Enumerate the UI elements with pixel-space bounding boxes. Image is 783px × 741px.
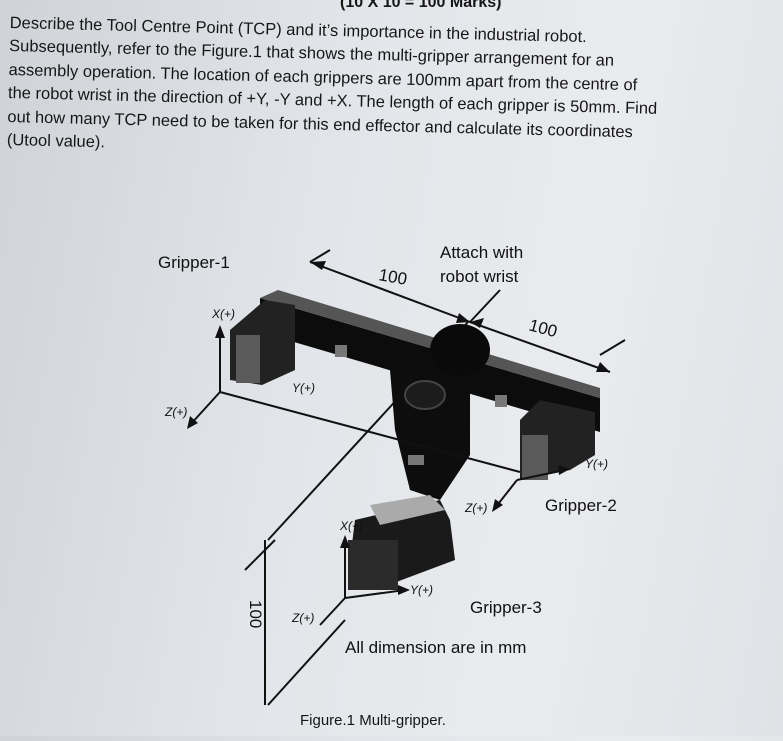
axis-label: X(+)	[211, 307, 235, 321]
figure-caption: Figure.1 Multi-gripper.	[300, 712, 446, 729]
gripper-2-label: Gripper-2	[545, 496, 617, 515]
marks-label: (10 X 10 = 100 Marks)	[340, 0, 502, 11]
dimension-label: 100	[246, 600, 265, 628]
axis-label: Y(+)	[410, 583, 433, 597]
dimension-arrows	[310, 261, 610, 372]
dimension-label: 100	[527, 316, 559, 342]
axis-label: Z(+)	[464, 501, 487, 515]
axis-label: Z(+)	[164, 405, 187, 419]
units-note: All dimension are in mm	[345, 638, 526, 657]
dimension-label: 100	[377, 265, 408, 289]
gripper-1-label: Gripper-1	[158, 253, 230, 272]
attach-label-line1: Attach with	[440, 243, 523, 262]
axis-label: Y(+)	[292, 381, 315, 395]
axis-label: Y(+)	[585, 457, 608, 471]
attach-label-line2: robot wrist	[440, 267, 519, 286]
axis-label: X(+)	[339, 519, 363, 533]
gripper-3-label: Gripper-3	[470, 598, 542, 617]
axis-label: Z(+)	[291, 611, 314, 625]
gripper-body	[230, 290, 600, 590]
axis-arrows	[187, 325, 570, 595]
axis-lines	[189, 330, 566, 626]
